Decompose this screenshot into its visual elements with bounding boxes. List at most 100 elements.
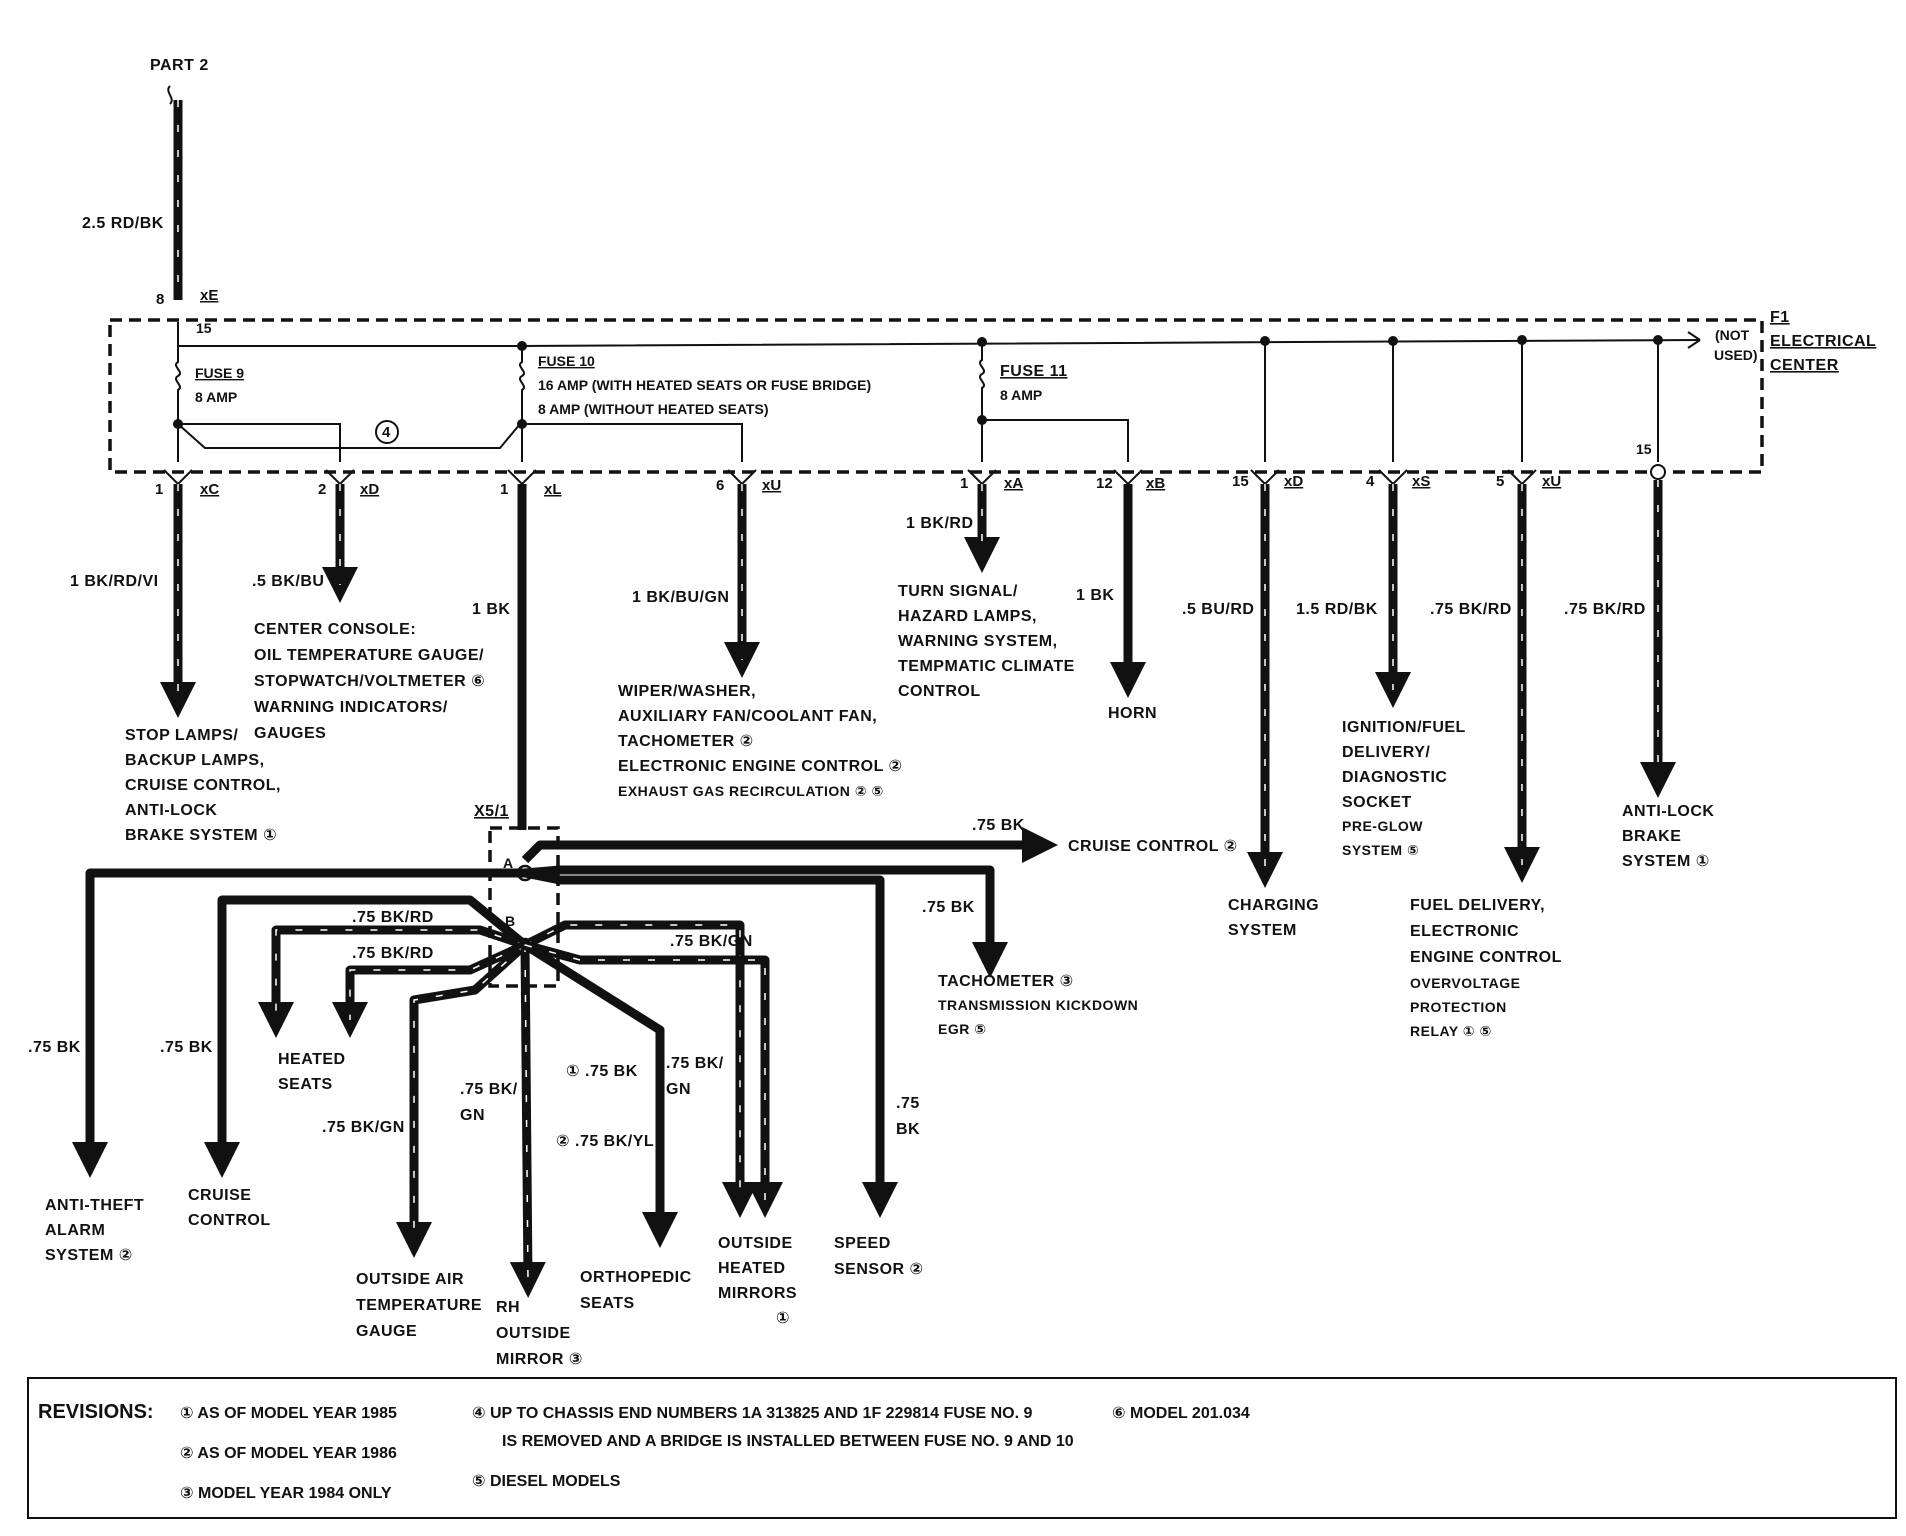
conn-label: xD: [360, 481, 379, 498]
revision-item: ③ MODEL YEAR 1984 ONLY: [180, 1485, 392, 1502]
dest-wiper: WIPER/WASHER, AUXILIARY FAN/COOLANT FAN,…: [618, 683, 908, 799]
dest-orthopedic: ORTHOPEDIC SEATS: [580, 1269, 697, 1312]
wire-label: .75 BK/RD: [1564, 601, 1646, 618]
fuse-11-rating: 8 AMP: [1000, 387, 1042, 403]
wire-label: .75 BK/RD: [352, 945, 434, 962]
wire-label: .75 BK: [922, 899, 975, 916]
dest-center-console: CENTER CONSOLE: OIL TEMPERATURE GAUGE/ S…: [254, 621, 490, 742]
bus-drops: [1264, 340, 1666, 480]
dest-stop-lamps: STOP LAMPS/ BACKUP LAMPS, CRUISE CONTROL…: [125, 727, 286, 844]
part-ref-label: PART 2: [150, 57, 209, 74]
wire-label: .75 BK: [972, 817, 1025, 834]
wire-label: GN: [460, 1107, 485, 1124]
pin-8-label: 8: [156, 291, 164, 308]
dest-turn-signal: TURN SIGNAL/ HAZARD LAMPS, WARNING SYSTE…: [898, 583, 1080, 700]
pin-label: 15: [1232, 473, 1249, 490]
pin-label: 2: [318, 481, 326, 498]
wire-label: 1 BK/RD/VI: [70, 573, 159, 590]
fuse-11-label: FUSE 11: [1000, 363, 1068, 380]
x51-label: X5/1: [474, 803, 509, 820]
fuse-10: FUSE 10 16 AMP (WITH HEATED SEATS OR FUS…: [517, 346, 871, 462]
electrical-center-box: [108, 318, 1764, 474]
revisions-box: REVISIONS: ① AS OF MODEL YEAR 1985 ② AS …: [27, 1377, 1897, 1519]
revision-item: IS REMOVED AND A BRIDGE IS INSTALLED BET…: [502, 1433, 1074, 1450]
wire-label: .75 BK/RD: [1430, 601, 1512, 618]
fuse-10-rating-1: 16 AMP (WITH HEATED SEATS OR FUSE BRIDGE…: [538, 377, 871, 393]
dest-anti-lock: ANTI-LOCK BRAKE SYSTEM ①: [1622, 803, 1719, 870]
dest-cruise-control-left: CRUISE CONTROL: [188, 1187, 271, 1229]
wire-label: 1 BK/RD: [906, 515, 974, 532]
wire-label: ① .75 BK: [566, 1063, 638, 1080]
destination-labels: STOP LAMPS/ BACKUP LAMPS, CRUISE CONTROL…: [125, 583, 1719, 1039]
fuse-10-label: FUSE 10: [538, 353, 595, 369]
fuse-9-label: FUSE 9: [195, 365, 244, 381]
dest-fuel-delivery: FUEL DELIVERY, ELECTRONIC ENGINE CONTROL…: [1410, 897, 1567, 1039]
wire-label: BK: [896, 1121, 920, 1138]
pin-label: 1: [960, 475, 968, 492]
dest-charging: CHARGING SYSTEM: [1228, 897, 1324, 939]
fuse-11: FUSE 11 8 AMP: [977, 342, 1129, 462]
revision-item: ④ UP TO CHASSIS END NUMBERS 1A 313825 AN…: [472, 1405, 1033, 1422]
x51-a-label: A: [503, 855, 513, 871]
connector-labels: 1 xC 2 xD 1 xL 6 xU 1 xA 12 xB 15 xD 4 x…: [155, 441, 1652, 498]
pin-label: 12: [1096, 475, 1113, 492]
fuse-9: FUSE 9 8 AMP 4: [173, 346, 521, 462]
dest-outside-air: OUTSIDE AIR TEMPERATURE GAUGE: [356, 1271, 487, 1340]
conn-label: xU: [762, 477, 781, 494]
conn-label: xB: [1146, 475, 1165, 492]
wire-label: .75 BK/: [666, 1055, 724, 1072]
part2-feed: PART 2 2.5 RD/BK 8 xE 15: [82, 57, 218, 336]
wire-label: 1 BK: [1076, 587, 1114, 604]
conn-label: xL: [544, 481, 562, 498]
wire-labels: 1 BK/RD/VI .5 BK/BU 1 BK 1 BK/BU/GN 1 BK…: [70, 515, 1646, 618]
fuse-9-rating: 8 AMP: [195, 389, 237, 405]
revision-item: ② AS OF MODEL YEAR 1986: [180, 1445, 397, 1462]
supply-wire-label: 2.5 RD/BK: [82, 215, 164, 232]
pin-label: 15: [1636, 441, 1652, 457]
note-4-label: 4: [382, 424, 391, 441]
conn-label: xD: [1284, 473, 1303, 490]
dest-heated-seats: HEATED SEATS: [278, 1051, 351, 1093]
pin-label: 4: [1366, 473, 1375, 490]
note-4-marker: [375, 420, 399, 444]
wire-label: GN: [666, 1081, 691, 1098]
internal-bus: [177, 322, 1701, 351]
wire-label: .75 BK: [160, 1039, 213, 1056]
wire-label: .75 BK/GN: [670, 933, 753, 950]
revisions-title: REVISIONS:: [38, 1401, 154, 1423]
wire-label: .75 BK/RD: [352, 909, 434, 926]
wire-label: .75 BK/: [460, 1081, 518, 1098]
dest-tachometer: TACHOMETER ③ TRANSMISSION KICKDOWN EGR ⑤: [938, 973, 1143, 1037]
conn-label: xA: [1004, 475, 1023, 492]
revision-item: ① AS OF MODEL YEAR 1985: [180, 1405, 397, 1422]
pin-15-label: 15: [196, 320, 212, 336]
not-used-label: (NOT: [1715, 327, 1750, 343]
pin-label: 5: [1496, 473, 1504, 490]
f1-label: F1: [1770, 309, 1790, 326]
wire-label: ② .75 BK/YL: [556, 1133, 654, 1150]
wire-label: .75 BK: [28, 1039, 81, 1056]
not-used-label-2: USED): [1714, 347, 1758, 363]
pin-label: 1: [500, 481, 508, 498]
conn-label: xS: [1412, 473, 1430, 490]
revision-item: ⑥ MODEL 201.034: [1112, 1405, 1250, 1422]
dest-ignition: IGNITION/FUEL DELIVERY/ DIAGNOSTIC SOCKE…: [1342, 719, 1471, 858]
wire-label: 1.5 RD/BK: [1296, 601, 1378, 618]
wire-label: 1 BK: [472, 601, 510, 618]
output-wires: [160, 469, 1676, 888]
dest-rh-mirror: RH OUTSIDE MIRROR ③: [496, 1299, 583, 1368]
conn-label: xU: [1542, 473, 1561, 490]
wire-label: 1 BK/BU/GN: [632, 589, 729, 606]
wire-label: .75 BK/GN: [322, 1119, 405, 1136]
fuse-10-rating-2: 8 AMP (WITHOUT HEATED SEATS): [538, 401, 768, 417]
dest-speed-sensor: SPEED SENSOR ②: [834, 1235, 924, 1278]
pin-label: 6: [716, 477, 724, 494]
dest-cruise-control-right: CRUISE CONTROL ②: [1068, 838, 1238, 855]
wire-label: .5 BU/RD: [1182, 601, 1254, 618]
x51-branches: [72, 827, 1058, 1298]
pin-label: 1: [155, 481, 163, 498]
wire-break-symbol: [167, 85, 173, 105]
electrical-center-label: ELECTRICAL: [1770, 333, 1876, 350]
x51-b-label: B: [505, 913, 515, 929]
wire-label: .75: [896, 1095, 920, 1112]
